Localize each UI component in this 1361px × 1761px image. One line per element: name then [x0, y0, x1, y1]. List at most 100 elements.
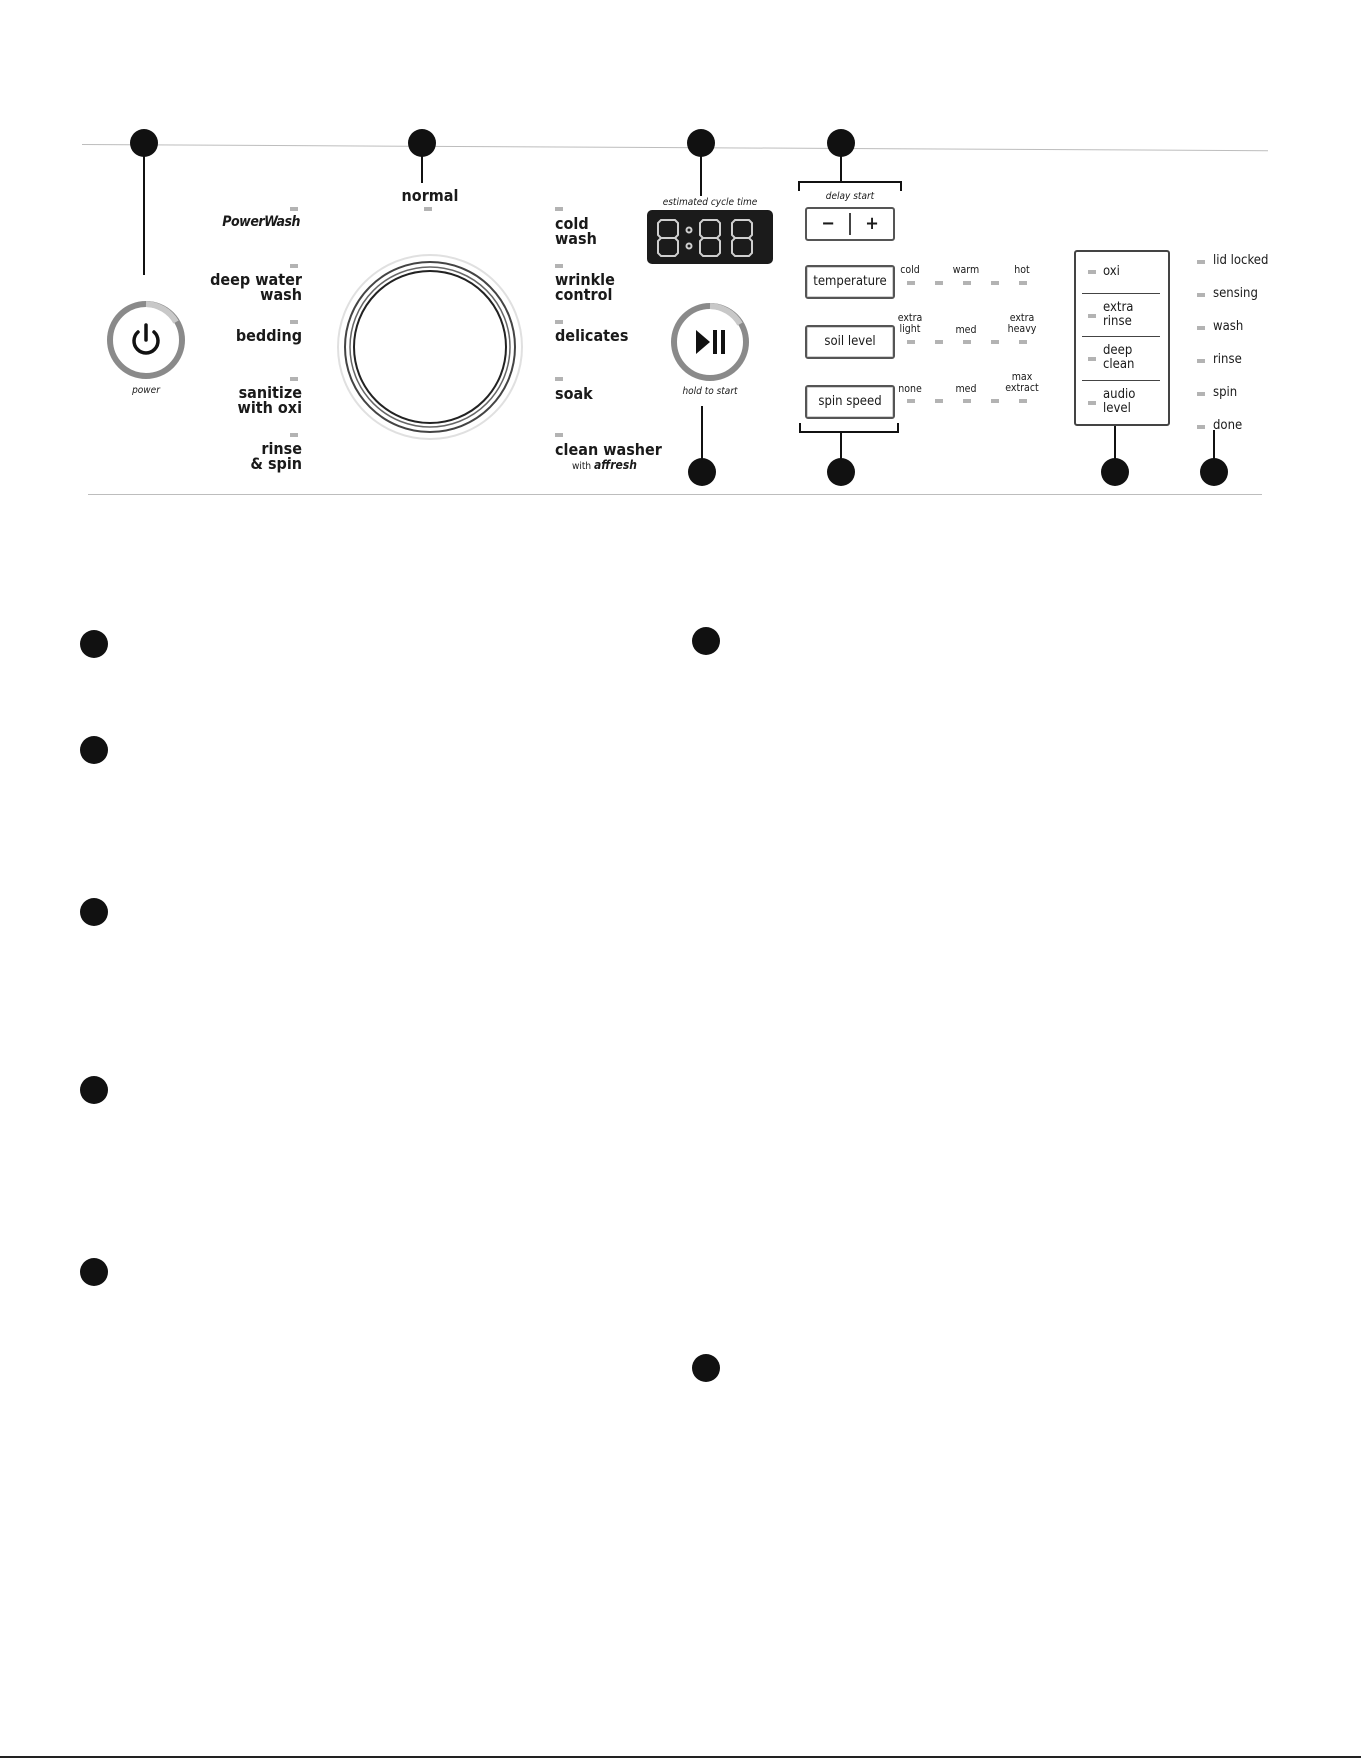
panel-top-edge	[81, 144, 1268, 152]
cycle-cold-wash[interactable]: cold wash	[555, 214, 597, 248]
status-wash: wash	[1213, 319, 1244, 334]
play-pause-icon	[671, 303, 749, 381]
page-footer-rule	[0, 1756, 1361, 1758]
callout-marker	[827, 458, 855, 486]
callout-line	[1213, 430, 1215, 460]
panel-bottom-edge	[88, 494, 1262, 495]
option-deep-clean[interactable]: deep clean	[1103, 343, 1135, 372]
callout-line	[700, 155, 702, 196]
seven-segment-digits-icon	[657, 219, 753, 257]
temperature-indicator	[1019, 281, 1027, 285]
cycle-indicator	[555, 377, 563, 381]
option-divider	[1082, 336, 1160, 337]
cycle-indicator	[290, 377, 298, 381]
soil-option: extra light	[897, 312, 923, 335]
cycle-soak[interactable]: soak	[555, 384, 593, 403]
status-rinse: rinse	[1213, 352, 1242, 367]
spin-indicator	[907, 399, 915, 403]
cycle-normal[interactable]: normal	[401, 186, 459, 205]
soil-option: med	[955, 324, 977, 336]
cycle-delicates[interactable]: delicates	[555, 326, 629, 345]
cycle-indicator	[555, 264, 563, 268]
status-indicator	[1197, 392, 1205, 396]
affresh-logo: affresh	[593, 458, 637, 472]
callout-line	[421, 155, 423, 183]
callout-marker	[827, 129, 855, 157]
description-marker	[80, 736, 108, 764]
callout-marker	[1200, 458, 1228, 486]
clean-washer-sub-prefix: with	[572, 461, 592, 472]
start-pause-button[interactable]	[670, 302, 750, 382]
delay-minus-button[interactable]: −	[821, 213, 835, 234]
spin-indicator	[991, 399, 999, 403]
description-marker	[80, 1258, 108, 1286]
cycle-bedding[interactable]: bedding	[235, 326, 302, 345]
cycle-sanitize-with-oxi[interactable]: sanitize with oxi	[237, 383, 302, 417]
delay-bracket	[798, 181, 902, 191]
temperature-indicator	[991, 281, 999, 285]
cycle-indicator	[290, 433, 298, 437]
cycle-indicator	[555, 207, 563, 211]
display-label: estimated cycle time	[662, 197, 758, 208]
clean-washer-sublabel: with affresh	[572, 458, 637, 472]
option-audio-level[interactable]: audio level	[1103, 387, 1136, 416]
description-marker	[692, 1354, 720, 1382]
cycle-indicator	[290, 264, 298, 268]
temperature-indicator	[963, 281, 971, 285]
status-sensing: sensing	[1213, 286, 1258, 301]
soil-indicator	[991, 340, 999, 344]
delay-divider	[849, 213, 851, 235]
soil-indicator	[963, 340, 971, 344]
option-extra-rinse[interactable]: extra rinse	[1103, 300, 1134, 329]
cycle-deep-water-wash[interactable]: deep water wash	[210, 270, 302, 304]
description-marker	[692, 627, 720, 655]
option-oxi[interactable]: oxi	[1103, 264, 1120, 279]
cycle-clean-washer[interactable]: clean washer	[555, 440, 662, 459]
temperature-option: warm	[952, 264, 980, 276]
description-marker	[80, 630, 108, 658]
status-indicator	[1197, 293, 1205, 297]
callout-line	[840, 432, 842, 460]
option-divider	[1082, 380, 1160, 381]
spin-indicator	[963, 399, 971, 403]
status-lid-locked: lid locked	[1213, 253, 1269, 268]
power-icon	[107, 301, 185, 379]
spin-speed-button[interactable]: spin speed	[805, 385, 895, 419]
option-indicator	[1088, 357, 1096, 361]
soil-indicator	[907, 340, 915, 344]
callout-marker	[408, 129, 436, 157]
cycle-indicator	[290, 320, 298, 324]
spin-option: none	[898, 383, 922, 395]
status-indicator	[1197, 326, 1205, 330]
status-done: done	[1213, 418, 1243, 433]
temperature-indicator	[935, 281, 943, 285]
cycle-indicator	[290, 207, 298, 211]
modifier-bracket	[799, 423, 899, 433]
cycle-rinse-spin[interactable]: rinse & spin	[250, 439, 302, 473]
spin-option: max extract	[1005, 371, 1039, 394]
soil-level-button[interactable]: soil level	[805, 325, 895, 359]
option-indicator	[1088, 314, 1096, 318]
temperature-button[interactable]: temperature	[805, 265, 895, 299]
spin-indicator	[1019, 399, 1027, 403]
cycle-wrinkle-control[interactable]: wrinkle control	[555, 270, 615, 304]
status-indicator	[1197, 359, 1205, 363]
spin-option: med	[955, 383, 977, 395]
delay-start-control: − +	[805, 207, 895, 241]
callout-marker	[130, 129, 158, 157]
cycle-selector-knob[interactable]	[335, 252, 525, 442]
callout-line	[840, 155, 842, 181]
soil-indicator	[935, 340, 943, 344]
power-button[interactable]	[106, 300, 186, 380]
delay-start-label: delay start	[825, 191, 875, 202]
status-indicator	[1197, 260, 1205, 264]
knob-ring-icon	[337, 254, 523, 440]
callout-line	[701, 406, 703, 460]
callout-marker	[1101, 458, 1129, 486]
status-spin: spin	[1213, 385, 1238, 400]
delay-plus-button[interactable]: +	[865, 213, 879, 234]
status-indicator	[1197, 425, 1205, 429]
cycle-indicator	[555, 433, 563, 437]
callout-marker	[688, 458, 716, 486]
callout-marker	[687, 129, 715, 157]
